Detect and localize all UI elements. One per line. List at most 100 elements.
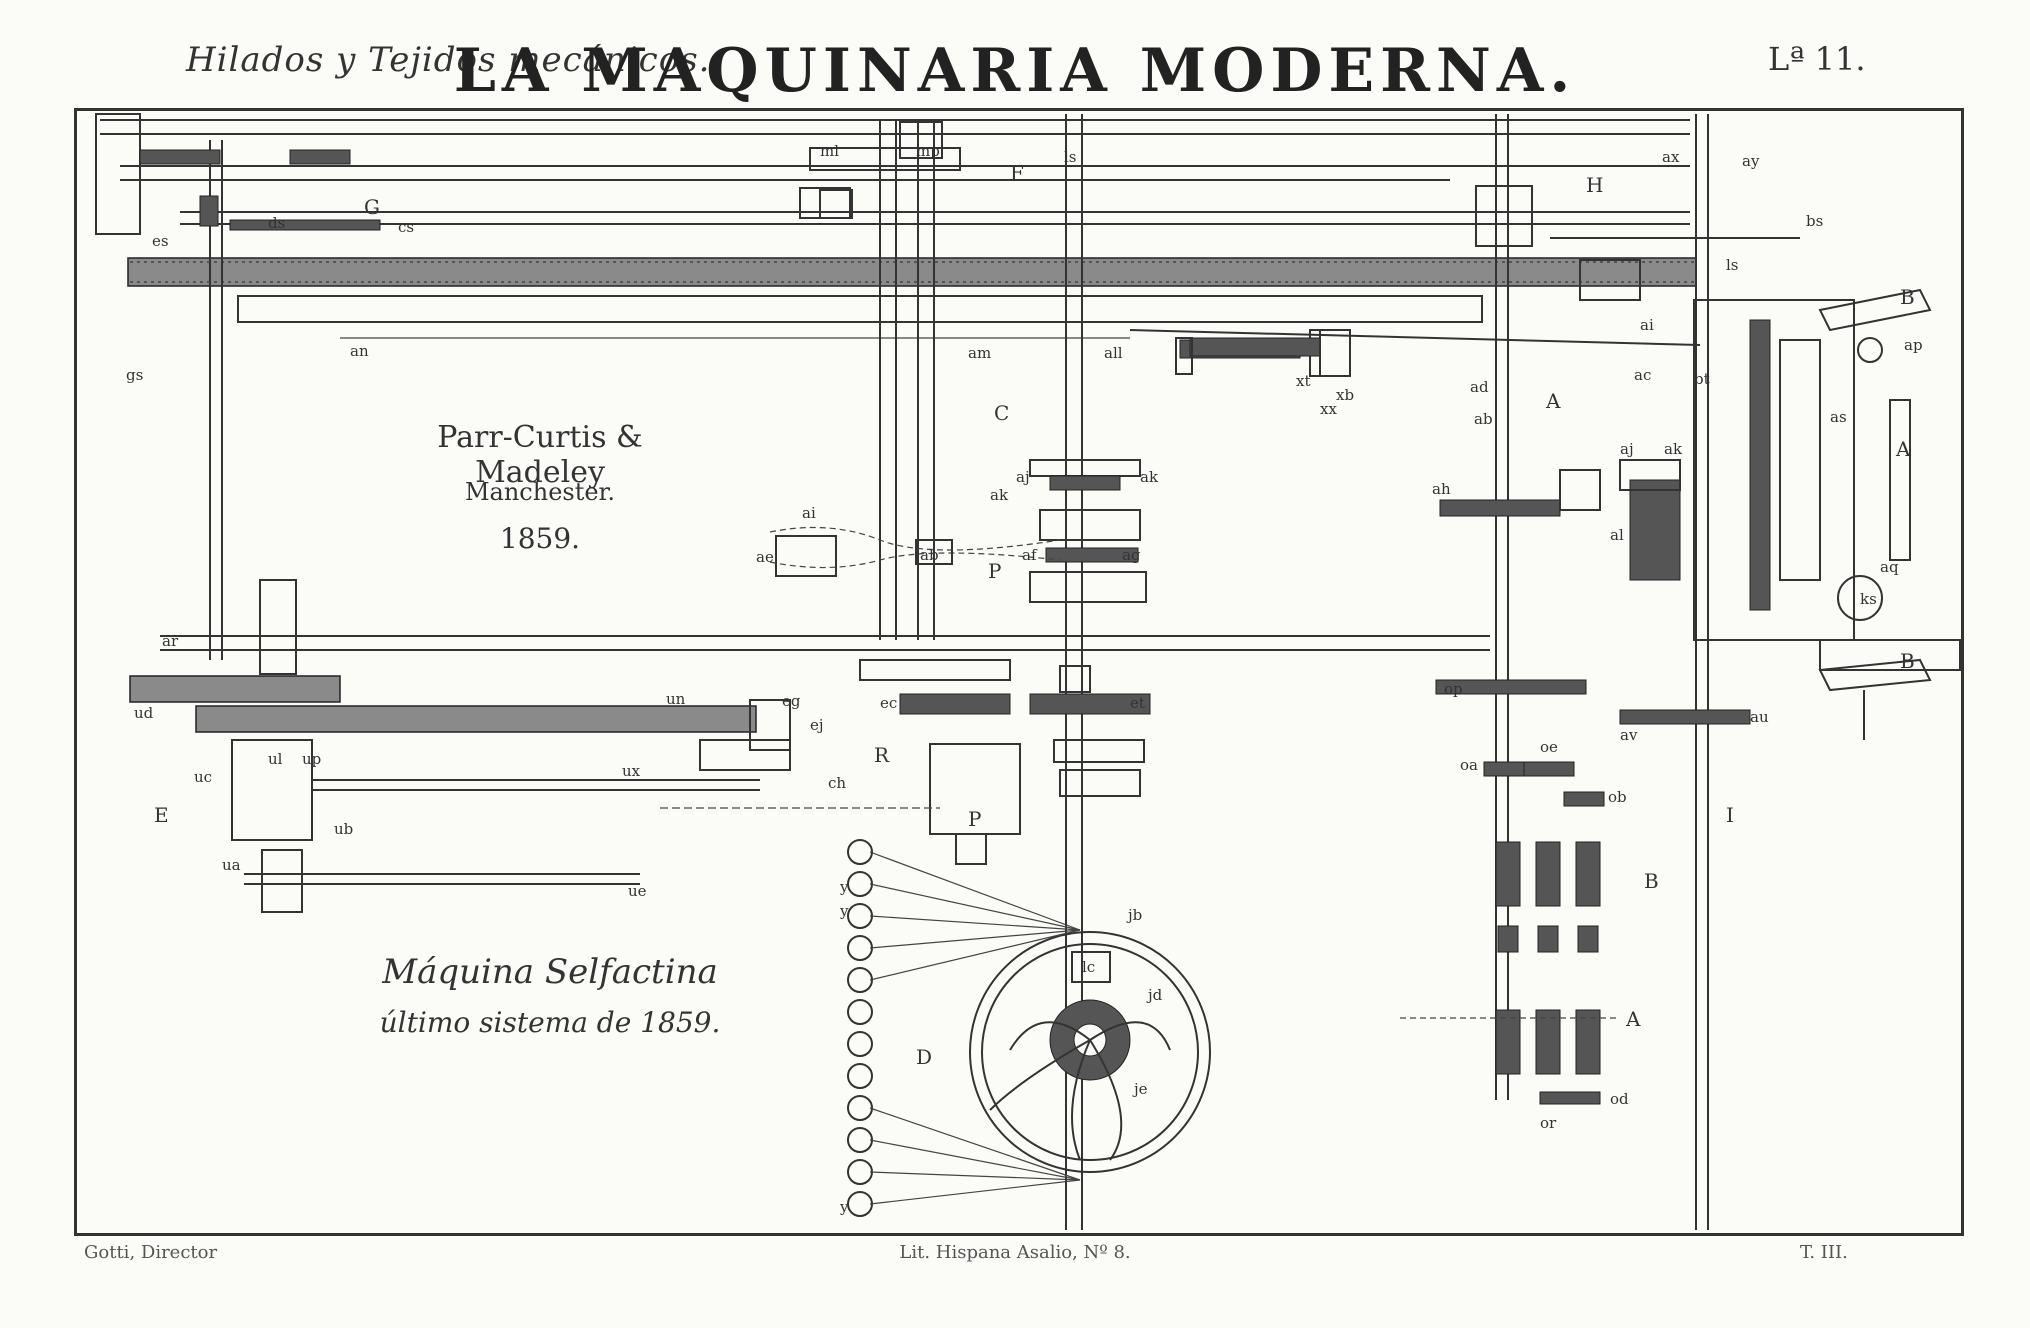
svg-text:ue: ue <box>628 882 647 900</box>
carriage-beam <box>237 295 1483 323</box>
svg-text:ux: ux <box>622 762 641 780</box>
svg-text:cs: cs <box>398 218 414 236</box>
chain-drive <box>769 459 1147 603</box>
svg-text:lc: lc <box>1082 958 1095 976</box>
svg-text:ai: ai <box>802 504 816 522</box>
svg-text:ab: ab <box>1474 410 1493 428</box>
footer-director: Gotti, Director <box>84 1242 218 1263</box>
svg-text:aj: aj <box>1016 468 1030 486</box>
svg-text:av: av <box>1620 726 1638 744</box>
svg-text:ks: ks <box>1860 590 1877 608</box>
svg-text:et: et <box>1130 694 1145 712</box>
svg-text:es: es <box>152 232 169 250</box>
svg-text:up: up <box>302 750 321 768</box>
svg-text:D: D <box>916 1045 932 1069</box>
svg-text:y: y <box>839 878 849 896</box>
letter-labels: C A A A B B B D E H P P R I F G <box>154 161 1915 1069</box>
svg-text:ag: ag <box>1122 546 1141 564</box>
svg-text:un: un <box>666 690 686 708</box>
spindle-column <box>847 839 1081 1217</box>
svg-text:ay: ay <box>1742 152 1760 170</box>
svg-text:ah: ah <box>1432 480 1451 498</box>
svg-text:ls: ls <box>1064 148 1077 166</box>
machine-subtitle: último sistema de 1859. <box>379 1006 721 1039</box>
svg-text:oa: oa <box>1460 756 1478 774</box>
svg-text:ml: ml <box>820 142 839 160</box>
svg-text:A: A <box>1895 437 1911 461</box>
right-headstock <box>1439 288 1961 740</box>
svg-text:ak: ak <box>990 486 1009 504</box>
svg-text:ob: ob <box>1608 788 1627 806</box>
left-headstock <box>95 113 141 235</box>
svg-text:all: all <box>1104 344 1123 362</box>
maker-city: Manchester. <box>464 478 616 506</box>
svg-text:xt: xt <box>1296 372 1311 390</box>
svg-text:bt: bt <box>1694 370 1710 388</box>
svg-text:ch: ch <box>828 774 846 792</box>
svg-text:P: P <box>968 807 981 831</box>
footer-lithographer: Lit. Hispana Asalio, Nº 8. <box>899 1242 1131 1263</box>
svg-text:ub: ub <box>334 820 353 838</box>
svg-text:G: G <box>364 195 380 219</box>
svg-text:ak: ak <box>1664 440 1683 458</box>
machine-name: Máquina Selfactina <box>382 952 718 992</box>
plate-frame <box>74 108 1964 1236</box>
svg-text:ls: ls <box>1726 256 1739 274</box>
maker-name: Parr-Curtis & Madeley <box>437 420 643 490</box>
svg-text:ap: ap <box>1904 336 1923 354</box>
svg-text:ec: ec <box>880 694 897 712</box>
svg-text:ae: ae <box>756 548 774 566</box>
svg-text:je: je <box>1132 1080 1148 1098</box>
svg-text:y: y <box>839 1198 849 1216</box>
svg-text:aj: aj <box>1620 440 1634 458</box>
svg-text:ds: ds <box>268 214 285 232</box>
svg-text:B: B <box>1900 649 1915 673</box>
svg-text:mp: mp <box>916 142 940 160</box>
svg-text:aq: aq <box>1880 558 1899 576</box>
svg-text:eg: eg <box>782 692 801 710</box>
svg-text:an: an <box>350 342 369 360</box>
svg-text:F: F <box>1010 161 1024 185</box>
svg-text:ak: ak <box>1140 468 1159 486</box>
svg-text:op: op <box>1444 680 1463 698</box>
lower-rack <box>195 705 757 733</box>
svg-text:od: od <box>1610 1090 1629 1108</box>
svg-text:xb: xb <box>1336 386 1354 404</box>
svg-text:ej: ej <box>810 716 824 734</box>
svg-text:am: am <box>968 344 991 362</box>
svg-text:R: R <box>874 743 890 767</box>
svg-text:al: al <box>1610 526 1624 544</box>
svg-text:af: af <box>1022 546 1038 564</box>
svg-text:ad: ad <box>1470 378 1489 396</box>
svg-text:ax: ax <box>1662 148 1680 166</box>
svg-text:C: C <box>994 401 1009 425</box>
svg-text:E: E <box>154 803 169 827</box>
svg-text:ar: ar <box>162 632 179 650</box>
svg-text:ud: ud <box>134 704 154 722</box>
svg-text:A: A <box>1625 1007 1641 1031</box>
svg-text:ai: ai <box>1640 316 1654 334</box>
svg-text:H: H <box>1586 173 1603 197</box>
svg-text:as: as <box>1830 408 1847 426</box>
svg-text:uc: uc <box>194 768 212 786</box>
svg-text:y: y <box>839 902 849 920</box>
maker-year: 1859. <box>499 522 581 555</box>
rack-teeth <box>130 261 1694 283</box>
svg-text:xx: xx <box>1320 400 1337 418</box>
svg-text:jb: jb <box>1126 906 1142 924</box>
plate-number: Lª 11. <box>1768 40 1866 78</box>
header-section-title: Hilados y Tejidos mecánicos. <box>186 40 711 80</box>
svg-text:ua: ua <box>222 856 241 874</box>
svg-text:B: B <box>1644 869 1659 893</box>
part-labels: an am all ad ab ac bt ai ak aj ak af ag … <box>126 142 1923 1216</box>
top-bracket <box>899 121 943 159</box>
svg-text:jd: jd <box>1146 986 1163 1004</box>
svg-text:A: A <box>1545 389 1561 413</box>
top-left-gears <box>139 149 381 231</box>
svg-text:or: or <box>1540 1114 1557 1132</box>
svg-text:ab: ab <box>920 546 939 564</box>
svg-text:ac: ac <box>1634 366 1651 384</box>
svg-text:P: P <box>988 559 1001 583</box>
lower-center-gears <box>660 659 1151 865</box>
